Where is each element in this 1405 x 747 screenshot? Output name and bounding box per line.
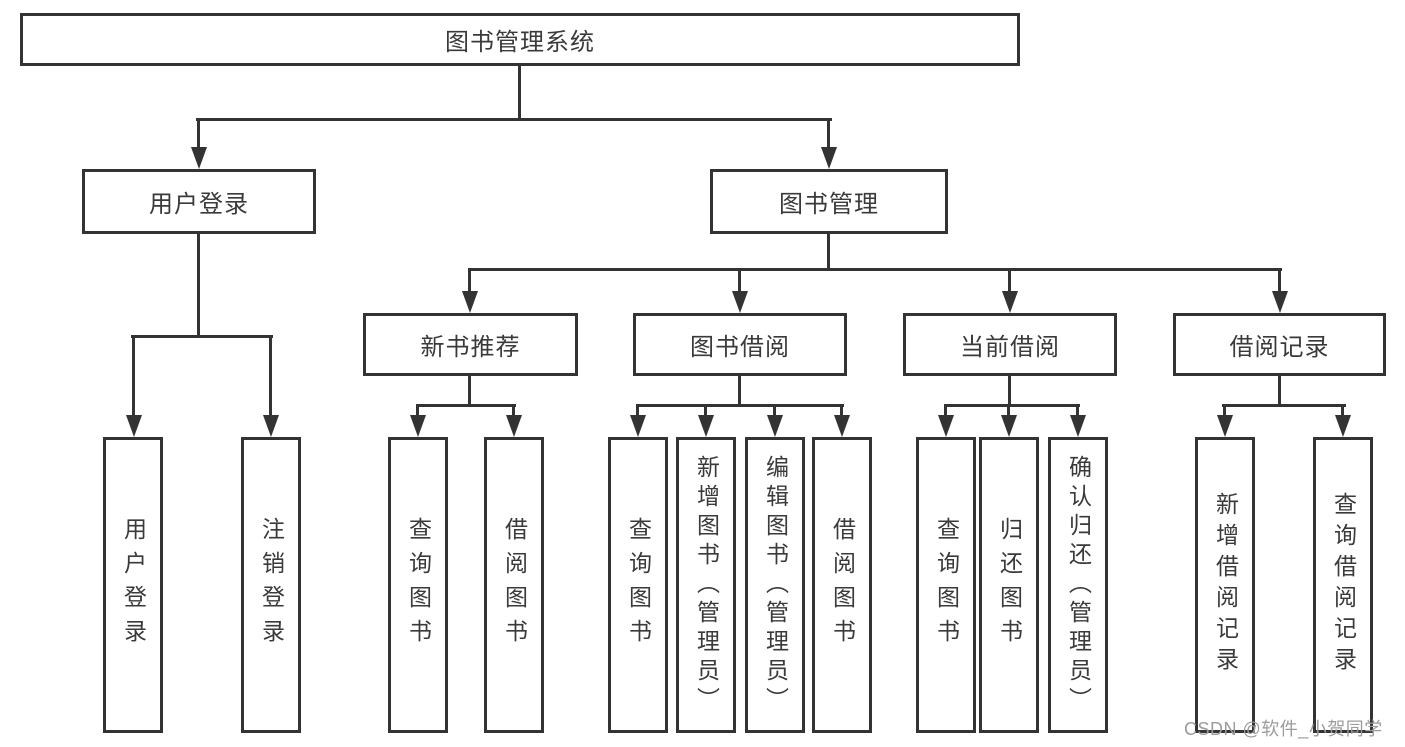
connector-book-mgmt-bar (468, 268, 1282, 271)
arrow-down-icon (767, 415, 783, 437)
arrow-down-icon (462, 291, 478, 313)
leaf-user-login: 用户登录 (103, 437, 163, 733)
arrow-down-icon (938, 415, 954, 437)
node-user-login: 用户登录 (82, 169, 316, 234)
connector-drop-leaf (416, 404, 419, 416)
csdn-watermark: CSDN @软件_小贺同学 (1184, 719, 1383, 739)
connector-root-stem (518, 66, 521, 119)
arrow-down-icon (263, 415, 279, 437)
connector-drop-book-borrow (738, 268, 741, 292)
node-borrow-records: 借阅记录 (1173, 313, 1386, 376)
connector-drop-leaf (840, 404, 843, 416)
arrow-down-icon (506, 415, 522, 437)
arrow-down-icon (1001, 415, 1017, 437)
connector-new-books-bar (416, 404, 516, 407)
node-current-borrow: 当前借阅 (903, 313, 1117, 376)
connector-drop-leaf (1223, 404, 1226, 416)
connector-drop-leaf (512, 404, 515, 416)
arrow-down-icon (1002, 291, 1018, 313)
leaf-br-query-record: 查询借阅记录 (1313, 437, 1373, 733)
arrow-down-icon (630, 415, 646, 437)
leaf-nb-query-books: 查询图书 (388, 437, 448, 733)
connector-drop-current-borrow (1008, 268, 1011, 292)
arrow-down-icon (1272, 291, 1288, 313)
connector-drop-new-books (468, 268, 471, 292)
node-new-books: 新书推荐 (363, 313, 578, 376)
connector-drop-book-mgmt (827, 118, 830, 147)
connector-drop-leaf (773, 404, 776, 416)
arrow-down-icon (1070, 415, 1086, 437)
node-root: 图书管理系统 (20, 13, 1020, 66)
leaf-logout: 注销登录 (241, 437, 301, 733)
connector-user-login-bar (131, 335, 273, 338)
leaf-cb-return-books: 归还图书 (979, 437, 1039, 733)
connector-root-bar (196, 118, 832, 121)
connector-drop-borrow-records (1278, 268, 1281, 292)
connector-current-borrow-stem (1008, 376, 1011, 407)
arrow-down-icon (1335, 415, 1351, 437)
leaf-br-add-record: 新增借阅记录 (1195, 437, 1255, 733)
node-book-mgmt: 图书管理 (710, 169, 948, 234)
connector-borrow-records-stem (1278, 376, 1281, 407)
connector-drop-leaf (636, 404, 639, 416)
arrow-down-icon (410, 415, 426, 437)
connector-borrow-records-bar (1222, 404, 1346, 407)
arrow-down-icon (732, 291, 748, 313)
connector-drop-leaf (944, 404, 947, 416)
leaf-bb-borrow-books: 借阅图书 (812, 437, 872, 733)
connector-new-books-stem (468, 376, 471, 407)
connector-drop-user-login (197, 118, 200, 147)
connector-drop-leaf (1007, 404, 1010, 416)
connector-drop-leaf (1341, 404, 1344, 416)
leaf-cb-query-books: 查询图书 (916, 437, 976, 733)
arrow-down-icon (698, 415, 714, 437)
connector-drop-leaf (1076, 404, 1079, 416)
connector-book-borrow-bar (636, 404, 844, 407)
arrow-down-icon (821, 147, 837, 169)
connector-current-borrow-bar (944, 404, 1080, 407)
leaf-cb-confirm-return-admin: 确认归还（管理员） (1048, 437, 1108, 733)
connector-user-login-stem (197, 234, 200, 338)
connector-book-borrow-stem (738, 376, 741, 407)
arrow-down-icon (126, 415, 142, 437)
arrow-down-icon (191, 147, 207, 169)
leaf-bb-query-books: 查询图书 (608, 437, 668, 733)
leaf-bb-edit-books-admin: 编辑图书（管理员） (745, 437, 805, 733)
node-book-borrow: 图书借阅 (633, 313, 847, 376)
connector-drop-leaf (704, 404, 707, 416)
leaf-nb-borrow-books: 借阅图书 (484, 437, 544, 733)
leaf-bb-add-books-admin: 新增图书（管理员） (676, 437, 736, 733)
connector-book-mgmt-stem (827, 234, 830, 271)
arrow-down-icon (834, 415, 850, 437)
arrow-down-icon (1217, 415, 1233, 437)
connector-drop-login-leaf (132, 335, 135, 415)
connector-drop-logout-leaf (269, 335, 272, 415)
